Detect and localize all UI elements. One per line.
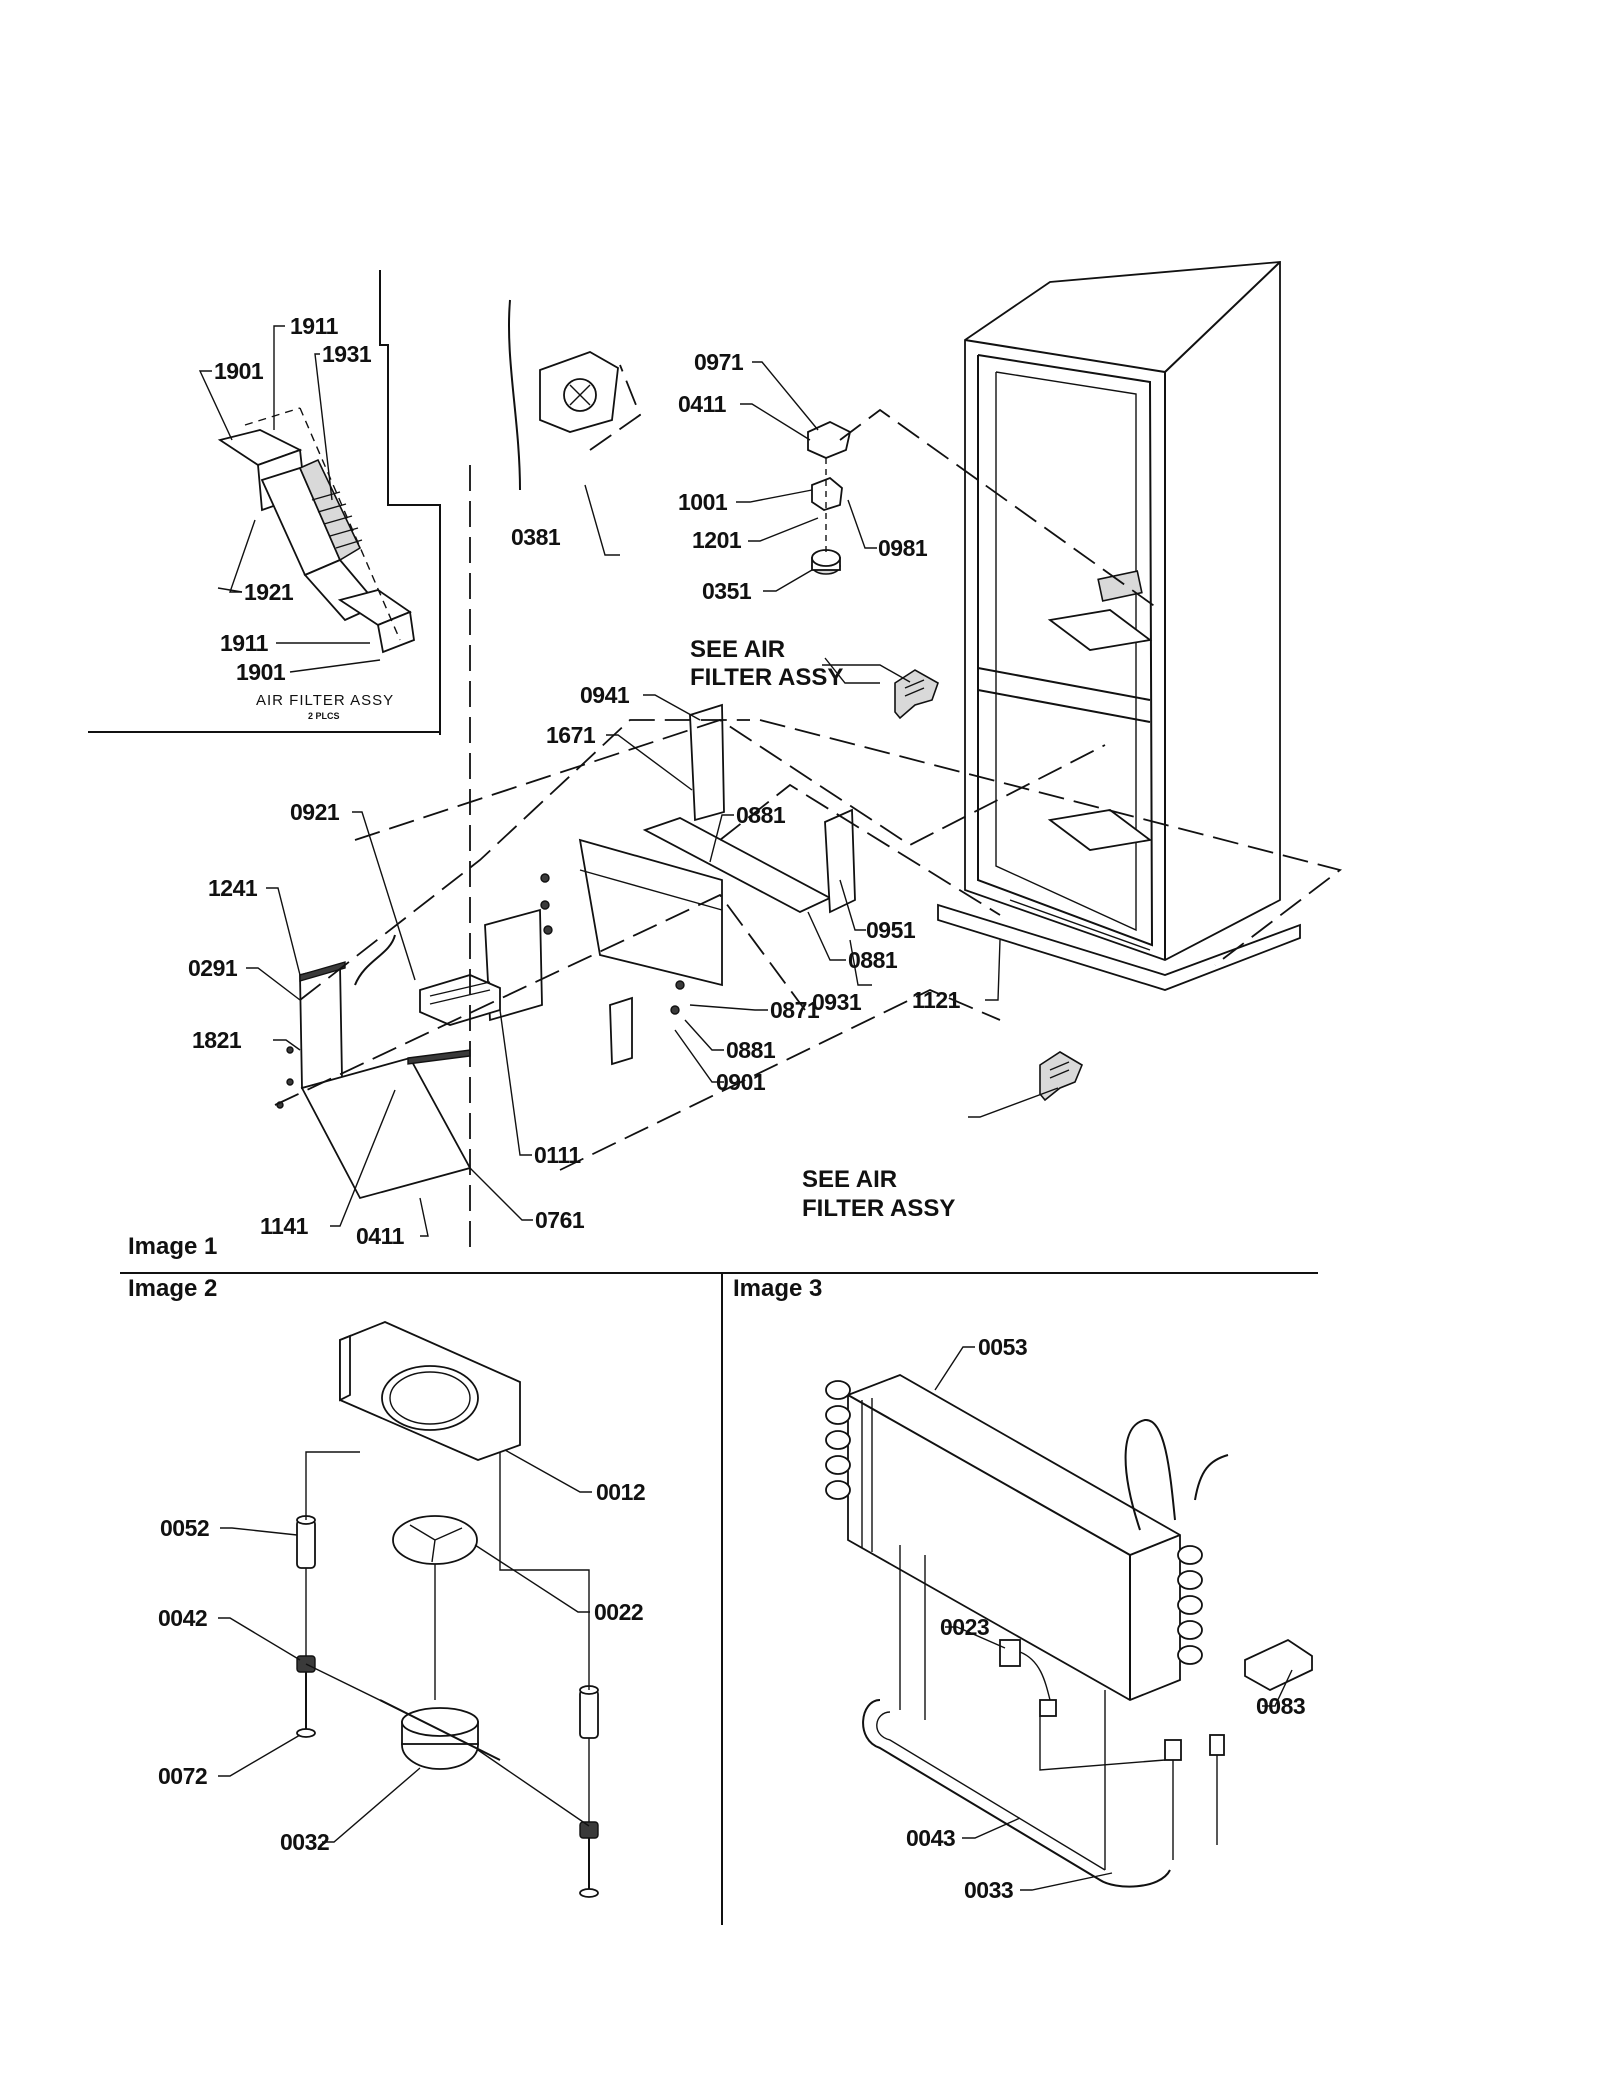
label-0351: 0351 [702,578,752,604]
label-0881-b: 0881 [848,947,898,973]
label-0411-bottom: 0411 [356,1223,405,1249]
label-0053: 0053 [978,1334,1027,1360]
label-1911-bottom: 1911 [220,630,269,656]
note-see-air-filter-2-line2: FILTER ASSY [802,1195,955,1222]
upper-air-filter [894,669,939,720]
note-see-air-filter-1-line2: FILTER ASSY [690,664,843,691]
label-1121: 1121 [912,987,961,1013]
label-0921: 0921 [290,799,340,825]
label-0881-a: 0881 [736,802,786,828]
damper-assembly [807,421,852,575]
image2-drawing: Image 2 [128,1275,646,1898]
label-0072: 0072 [158,1763,207,1789]
label-0931: 0931 [812,989,862,1015]
label-0981: 0981 [878,535,928,561]
label-1911-top: 1911 [290,313,339,339]
air-filter-inset: 1911 1931 1901 1921 1911 1901 AIR FILTER… [88,270,441,735]
label-0052: 0052 [160,1515,209,1541]
image1-drawing: 0381 0971 0411 1001 1201 0981 0351 0941 … [128,261,1343,1260]
label-0032: 0032 [280,1829,329,1855]
label-0043: 0043 [906,1825,955,1851]
label-0871: 0871 [770,997,820,1023]
control-assembly [354,908,633,1066]
fan-wire-assembly [507,299,619,491]
label-0901: 0901 [716,1069,766,1095]
label-1921: 1921 [244,579,294,605]
label-0023: 0023 [940,1614,989,1640]
coil-loops-right [1177,1545,1203,1665]
note-see-air-filter-1-line1: SEE AIR [690,636,785,663]
label-0042: 0042 [158,1605,207,1631]
label-1901-top: 1901 [214,358,264,384]
label-0941: 0941 [580,682,630,708]
label-0012: 0012 [596,1479,645,1505]
label-1241: 1241 [208,875,258,901]
front-panel [299,961,472,1200]
label-0291: 0291 [188,955,238,981]
label-1201: 1201 [692,527,742,553]
section-title-image2: Image 2 [128,1275,217,1302]
label-0111: 0111 [534,1142,581,1168]
label-1931: 1931 [322,341,372,367]
air-filter-subcaption: 2 PLCS [308,711,340,721]
label-0761: 0761 [535,1207,585,1233]
air-filter-caption: AIR FILTER ASSY [256,692,394,709]
label-0971: 0971 [694,349,744,375]
panel-dividers [120,1272,1318,1925]
label-1671: 1671 [546,722,596,748]
image3-drawing: Image 3 [733,1275,1313,1903]
label-0951: 0951 [866,917,916,943]
section-title-image3: Image 3 [733,1275,822,1302]
label-1901-bottom: 1901 [236,659,286,685]
refrigerator-cabinet [937,261,1301,991]
label-0881-c: 0881 [726,1037,776,1063]
section-title-image1: Image 1 [128,1233,217,1260]
label-0033: 0033 [964,1877,1013,1903]
air-filter-housing-drawing [217,407,415,654]
assembly-lines [274,364,1343,1250]
evaporator-cover-parts [578,703,856,987]
label-0083: 0083 [1256,1693,1305,1719]
label-0411-top: 0411 [678,391,727,417]
coil-loops-left [825,1380,851,1500]
note-see-air-filter-2-line1: SEE AIR [802,1166,897,1193]
label-0022: 0022 [594,1599,643,1625]
label-1141: 1141 [260,1213,309,1239]
label-1821: 1821 [192,1027,242,1053]
label-0381: 0381 [511,524,561,550]
leader-lines [246,361,1059,1237]
label-1001: 1001 [678,489,728,515]
